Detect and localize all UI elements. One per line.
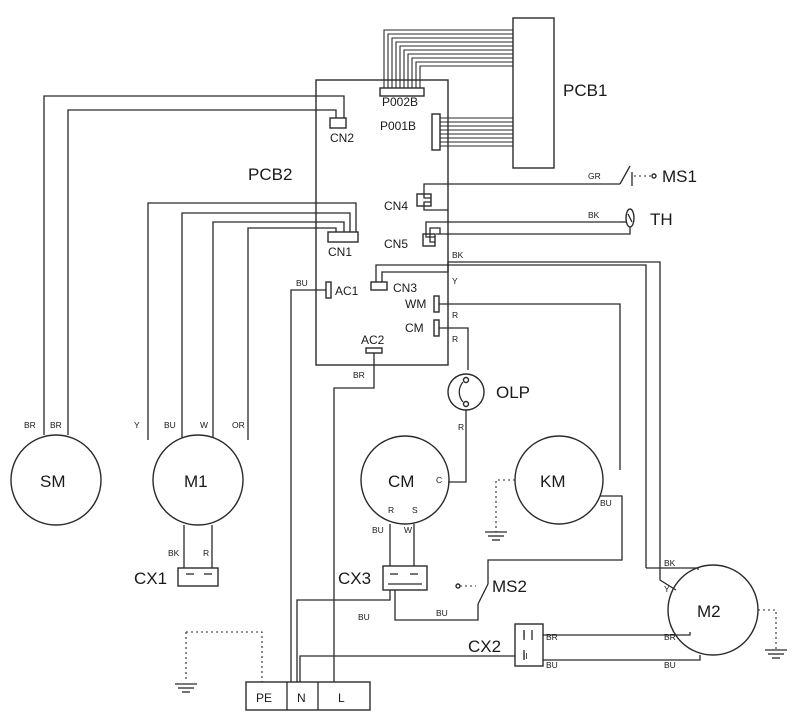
- cn5-connector: [422, 233, 436, 247]
- terminal-pe: PE: [256, 691, 272, 705]
- ms2-label: MS2: [492, 577, 527, 596]
- m1-wire-w: W: [200, 420, 208, 430]
- cm-relay-connector: [433, 319, 440, 337]
- cx1-capacitor: [177, 567, 219, 587]
- cx3-wire-bu: BU: [372, 525, 384, 535]
- cn4-label: CN4: [384, 199, 408, 213]
- wm-connector: [433, 295, 440, 313]
- cx2-wire-bu2: BU: [664, 660, 676, 670]
- ac2-connector: [365, 347, 383, 354]
- cn2-label: CN2: [330, 131, 354, 145]
- cx1-label: CX1: [134, 569, 167, 588]
- cx2-wire-br1: BR: [546, 632, 558, 642]
- cx2-capacitor: [514, 623, 544, 667]
- cm-wire-r: R: [452, 334, 458, 344]
- ac2-label: AC2: [361, 333, 385, 347]
- ac1-wire-bu: BU: [296, 278, 308, 288]
- cn1-label: CN1: [328, 245, 352, 259]
- ms1-wire-gr: GR: [588, 171, 601, 181]
- cm-label: CM: [388, 472, 414, 491]
- cn3-wire-bk: BK: [452, 250, 464, 260]
- ac1-connector: [325, 281, 332, 299]
- ac1-label: AC1: [335, 284, 359, 298]
- cm-pin-s: S: [412, 505, 418, 515]
- m2-wire-bk: BK: [664, 558, 676, 568]
- pcb2-label: PCB2: [248, 165, 292, 184]
- ribbon-cable-p001b: [440, 117, 513, 147]
- thermistor: [436, 208, 635, 235]
- km-label: KM: [540, 472, 566, 491]
- olp-wire-r: R: [458, 422, 464, 432]
- th-label: TH: [650, 210, 673, 229]
- cx2-label: CX2: [468, 637, 501, 656]
- cn5-label: CN5: [384, 237, 408, 251]
- cm-compressor: [360, 435, 450, 525]
- m1-motor: [152, 434, 244, 526]
- cx1-wire-bk: BK: [168, 548, 180, 558]
- sm-label: SM: [40, 472, 66, 491]
- cx2-pin-ii: II: [523, 651, 528, 661]
- ms1-switch: [619, 165, 657, 186]
- km-wire-bu: BU: [600, 498, 612, 508]
- cx3-label: CX3: [338, 569, 371, 588]
- m2-wire-y: Y: [664, 584, 670, 594]
- terminal-n: N: [297, 691, 306, 705]
- p001b-label: P001B: [380, 119, 416, 133]
- cm-pin-r: R: [388, 505, 394, 515]
- m1-label: M1: [184, 472, 208, 491]
- terminal-block: [245, 681, 371, 711]
- ribbon-cable-p002b: [383, 29, 513, 90]
- m1-wire-y: Y: [134, 420, 140, 430]
- cn2-connector: [329, 117, 347, 129]
- km-ground: [485, 531, 507, 541]
- wm-label: WM: [405, 297, 426, 311]
- cx2-wire-br2: BR: [664, 632, 676, 642]
- p002b-label: P002B: [382, 95, 418, 109]
- sm-wire-br1: BR: [24, 420, 36, 430]
- m1-wire-or: OR: [232, 420, 245, 430]
- olp-overload: [447, 373, 485, 483]
- m1-wire-bu: BU: [164, 420, 176, 430]
- cx3-capacitor: [382, 565, 428, 591]
- cx2-wire-bu1: BU: [546, 660, 558, 670]
- cx3-wire-w: W: [404, 525, 412, 535]
- cn3-wire-y: Y: [452, 276, 458, 286]
- sm-wire-br2: BR: [50, 420, 62, 430]
- terminal-l: L: [338, 691, 345, 705]
- cn3-connector: [370, 281, 388, 291]
- m2-ground: [765, 649, 787, 659]
- ac2-wire-br: BR: [353, 370, 365, 380]
- ms1-label: MS1: [662, 167, 697, 186]
- p001b-connector: [431, 113, 441, 151]
- cn3-label: CN3: [393, 281, 417, 295]
- cn1-connector: [327, 231, 359, 243]
- sm-motor: [10, 434, 102, 526]
- cm-pin-c: C: [436, 475, 442, 485]
- pcb1-board: [512, 17, 555, 169]
- cx1-wire-r: R: [203, 548, 209, 558]
- th-wire-bk: BK: [588, 210, 600, 220]
- pe-ground: [175, 683, 197, 693]
- wm-wire-r: R: [452, 310, 458, 320]
- m2-label: M2: [697, 602, 721, 621]
- ms2-wire-bu: BU: [436, 608, 448, 618]
- cm-relay-label: CM: [405, 321, 424, 335]
- cx2-pin-i: I: [523, 629, 525, 639]
- cx3-n-wire-bu: BU: [358, 612, 370, 622]
- pcb1-label: PCB1: [563, 81, 607, 100]
- p002b-connector: [379, 87, 425, 97]
- ms2-switch: [455, 583, 489, 605]
- olp-label: OLP: [496, 383, 530, 402]
